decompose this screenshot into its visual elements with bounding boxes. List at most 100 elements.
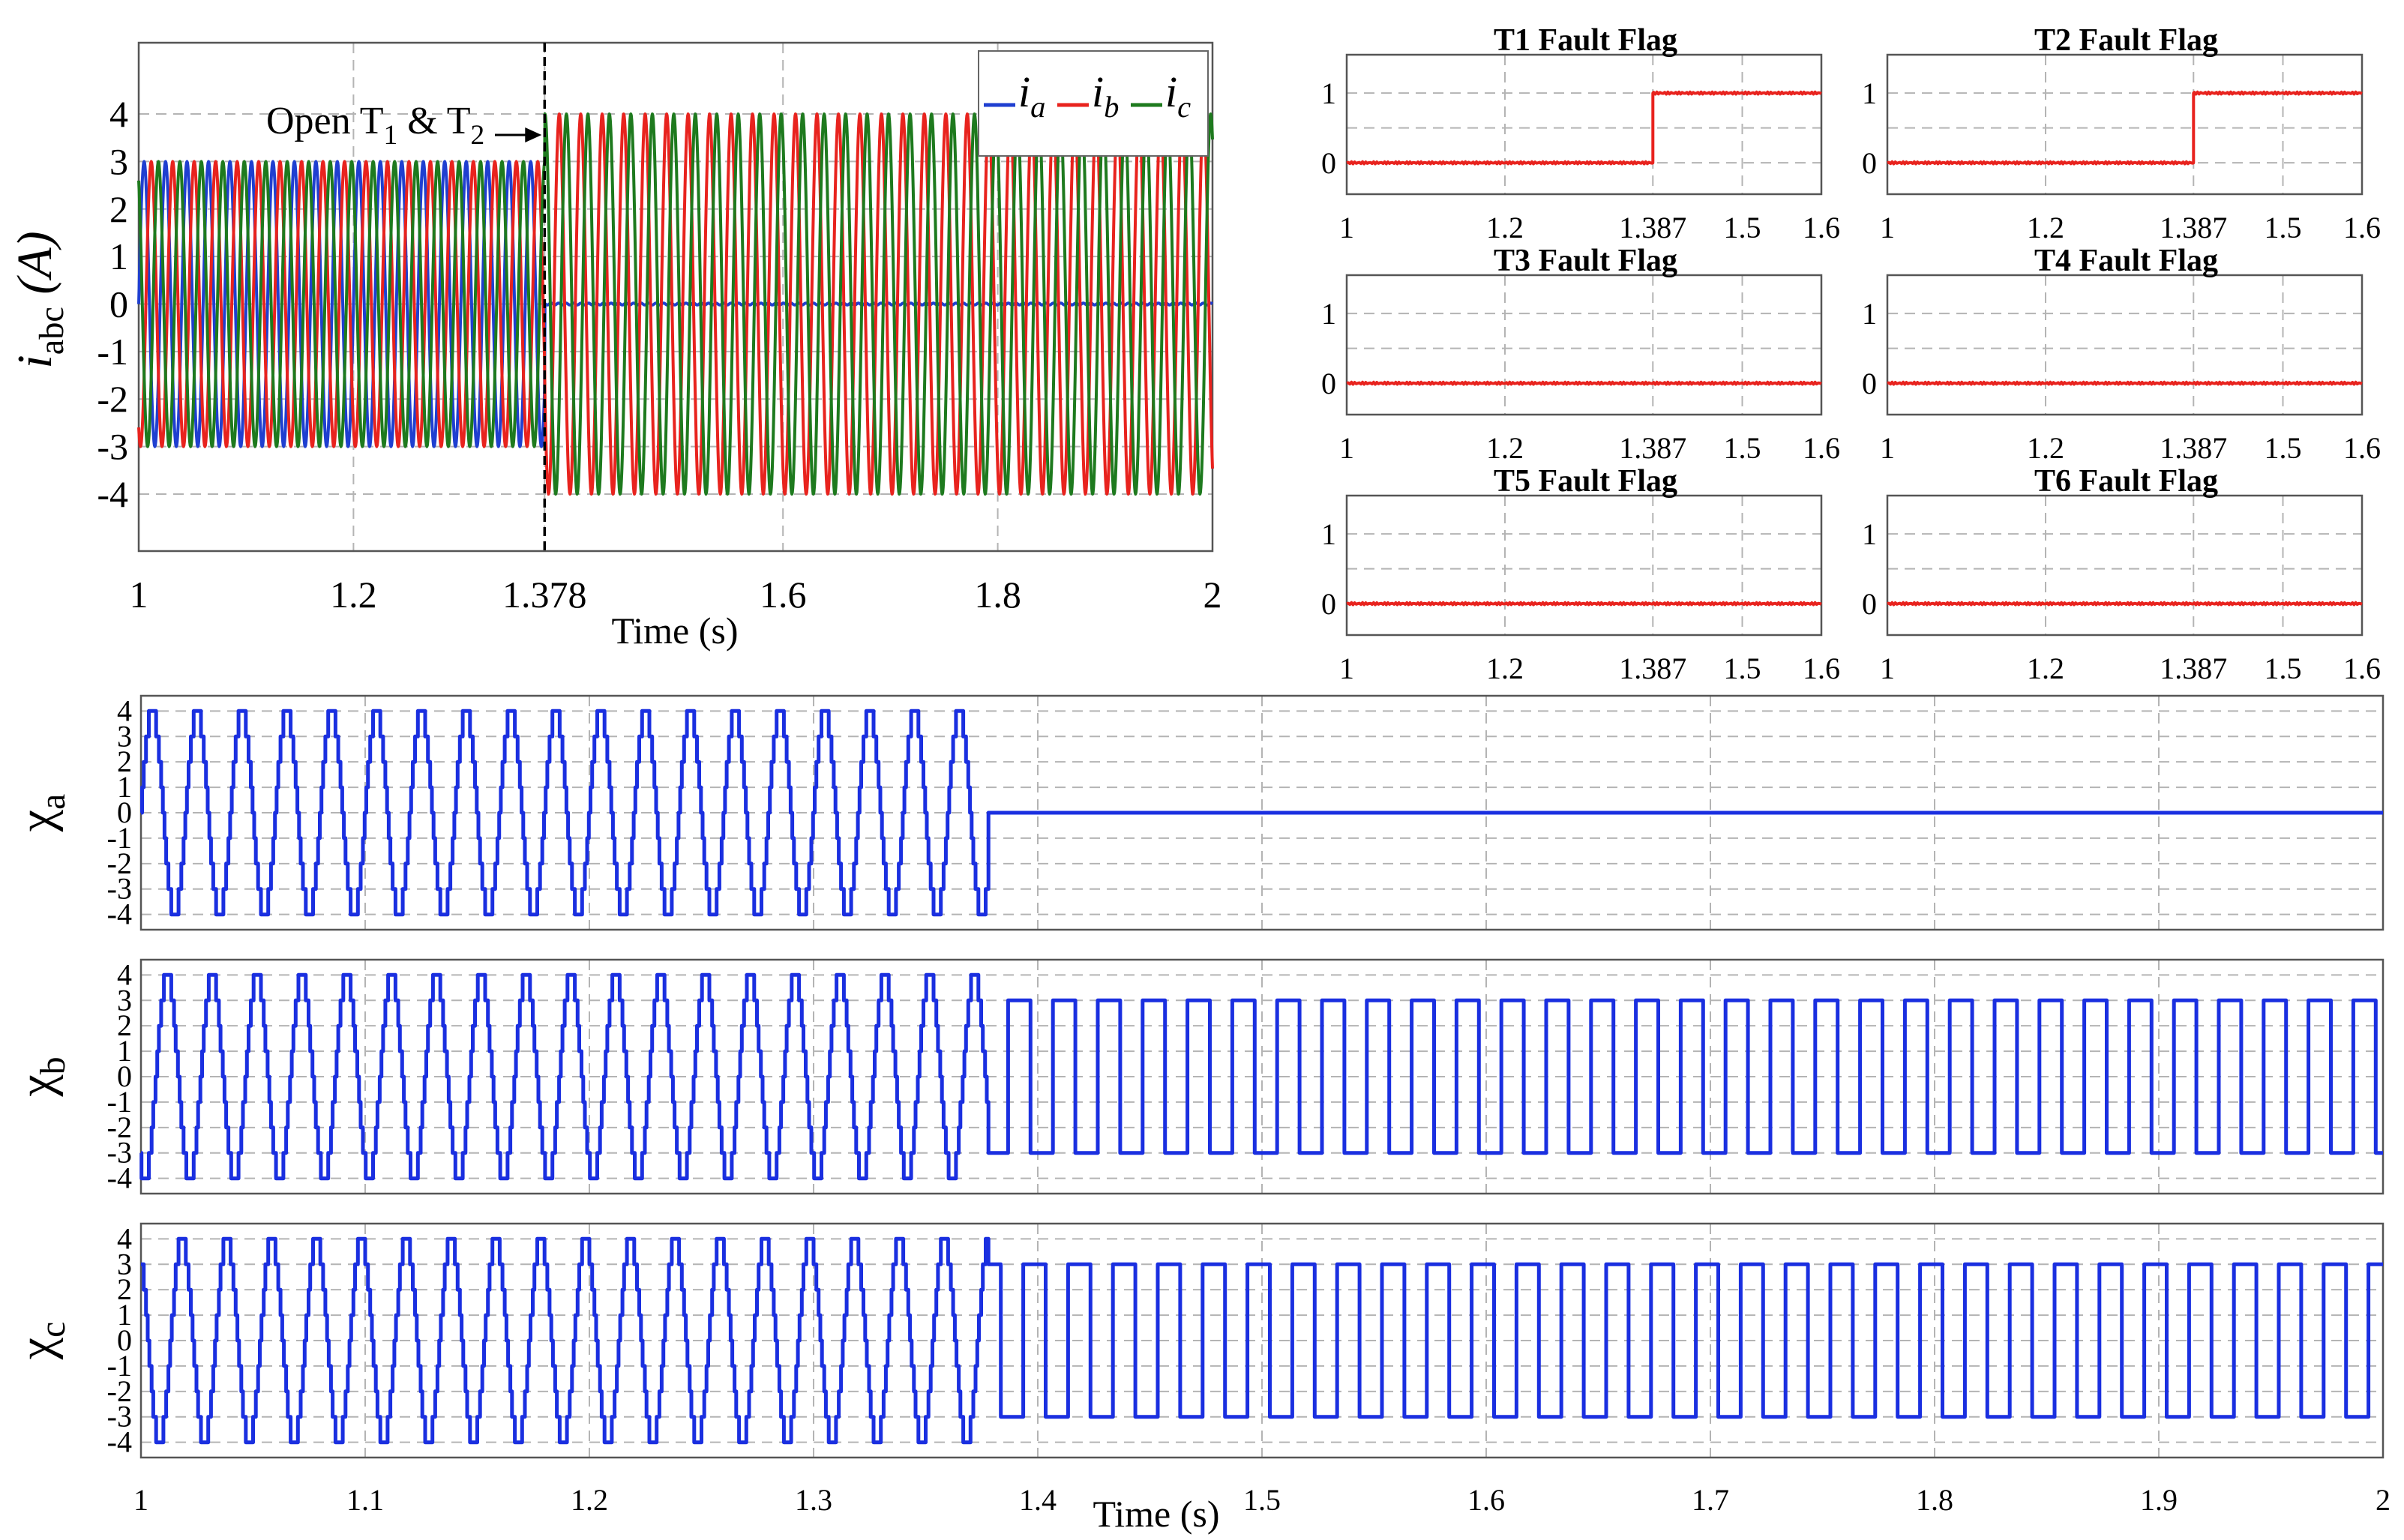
x-tick-label: 1.5 [2265,431,2302,465]
x-tick-label: 1.2 [2027,431,2064,465]
x-tick-label: 1.6 [2343,211,2381,244]
x-tick-label: 1.387 [1619,431,1686,465]
y-axis-label: iabc (A) [7,231,70,368]
y-tick-label: 1 [1862,76,1877,110]
y-tick-label: -2 [107,1374,132,1408]
x-tick-label: 1 [1880,652,1895,685]
y-tick-label: -2 [107,1110,132,1144]
y-tick-label: 0 [1862,146,1877,180]
legend-label-c: ic [1165,67,1191,124]
y-tick-label: 4 [109,93,128,135]
plot-frame [139,1222,2385,1459]
panel-title: T1 Fault Flag [1494,23,1677,58]
x-tick-label: 2 [2376,1483,2391,1517]
x-tick-label: 1.2 [1486,431,1524,465]
y-tick-label: -3 [107,1136,132,1170]
panel-title: T5 Fault Flag [1494,464,1677,499]
fault-flag-trace [1346,380,1822,386]
x-tick-label: 1.7 [1692,1483,1729,1517]
y-tick-label: 2 [117,745,132,778]
plot-frame [1345,494,1823,637]
x-tick-label: 1 [1339,652,1354,685]
panel-title: T4 Fault Flag [2034,244,2218,278]
x-tick-label: 1.6 [1467,1483,1505,1517]
x-tick-label: 1.9 [2140,1483,2178,1517]
x-axis-label: Time (s) [611,610,738,652]
x-tick-label: 1.5 [1724,431,1761,465]
fault-flag-trace [1887,601,2363,607]
fault-flag-trace [1346,90,1822,166]
x-tick-label: 1.5 [1724,652,1761,685]
legend-label-b: ib [1092,67,1119,124]
x-tick-label: 1 [130,574,148,616]
chi-trace [139,709,2385,917]
x-tick-label: 1.6 [1803,652,1840,685]
x-axis-label: Time (s) [1093,1493,1219,1535]
x-tick-label: 1.2 [1486,211,1524,244]
y-tick-label: -4 [97,473,128,515]
y-tick-label: 0 [1321,367,1336,400]
x-tick-label: 1 [1339,431,1354,465]
y-tick-label: 2 [109,188,128,230]
panel-title: T6 Fault Flag [2034,464,2218,499]
x-tick-label: 1.8 [974,574,1021,616]
y-tick-label: 1 [1321,297,1336,331]
y-tick-label: -4 [107,1161,132,1195]
y-tick-label: 1 [109,235,128,277]
y-tick-label: 0 [109,283,128,325]
y-tick-label: -4 [107,897,132,931]
x-tick-label: 1.5 [1724,211,1761,244]
x-tick-label: 1.6 [1803,211,1840,244]
plot-frame [1345,53,1823,196]
plot-frame [139,958,2385,1195]
y-tick-label: 1 [1862,297,1877,331]
plot-frame [1886,53,2364,196]
panel-title: T3 Fault Flag [1494,244,1677,278]
y-tick-label: 1 [117,1298,132,1332]
y-tick-label: -1 [107,1085,132,1119]
chi-axis-label: χc [9,1322,73,1360]
x-tick-label: 1.387 [2160,211,2227,244]
y-tick-label: 0 [1862,587,1877,621]
y-tick-label: 0 [117,795,132,829]
x-tick-label: 1 [1880,211,1895,244]
x-tick-label: 1.6 [2343,431,2381,465]
y-tick-label: 0 [117,1323,132,1357]
x-tick-label: 1.387 [2160,652,2227,685]
y-tick-label: -3 [97,426,128,468]
arrow-head-icon [525,127,542,142]
y-tick-label: -2 [97,378,128,420]
y-tick-label: 3 [117,719,132,753]
y-tick-label: 0 [1321,587,1336,621]
x-tick-label: 1.5 [2265,652,2302,685]
y-tick-label: 2 [117,1272,132,1306]
y-tick-label: 1 [1321,517,1336,551]
plot-frame [1886,494,2364,637]
x-tick-label: 1.8 [1916,1483,1953,1517]
x-tick-label: 1.2 [2027,652,2064,685]
x-tick-label: 1.5 [2265,211,2302,244]
fault-flag-trace [1887,90,2363,166]
x-tick-label: 1 [1880,431,1895,465]
y-tick-label: -1 [107,1349,132,1383]
fault-flag-trace [1887,380,2363,386]
fault-annotation: Open T1 & T2 [266,100,484,151]
x-tick-label: 1 [133,1483,148,1517]
y-tick-label: 1 [117,770,132,804]
y-tick-label: 4 [117,957,132,991]
plot-frame [1886,274,2364,416]
y-tick-label: 0 [1862,367,1877,400]
legend-label-a: ia [1018,67,1045,124]
y-tick-label: -1 [107,821,132,855]
y-tick-label: 3 [117,983,132,1017]
legend-box [978,50,1209,157]
x-tick-label: 1.6 [2343,652,2381,685]
y-tick-label: -1 [97,331,128,373]
y-tick-label: 3 [117,1247,132,1281]
y-tick-label: -3 [107,1400,132,1434]
